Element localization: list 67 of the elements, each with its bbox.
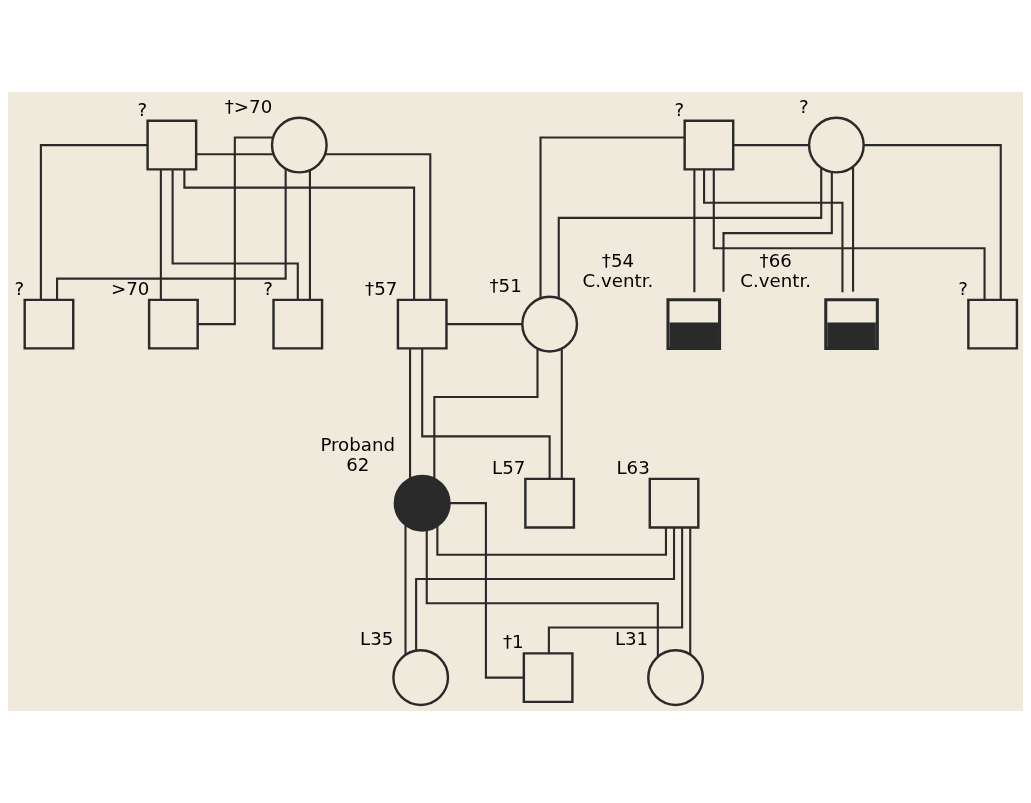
connector	[689, 528, 692, 655]
node-circle	[521, 295, 579, 353]
node-label: †1	[502, 631, 524, 653]
node-label: †54	[601, 250, 635, 272]
node-label: Proband	[320, 433, 396, 455]
node-label: †57	[365, 277, 398, 299]
node-label: ?	[674, 98, 685, 120]
node-circle	[807, 116, 865, 174]
connector	[159, 170, 162, 300]
connector	[446, 323, 523, 326]
connector	[171, 169, 299, 300]
connector	[852, 167, 855, 292]
connector	[308, 170, 311, 300]
connector	[415, 527, 676, 651]
node-label: †51	[489, 274, 522, 296]
node-box	[524, 477, 576, 529]
connector	[56, 168, 287, 300]
node-label: L57	[492, 456, 526, 478]
connector	[421, 348, 551, 479]
connector	[404, 525, 407, 655]
connector	[449, 502, 524, 679]
connector	[693, 170, 696, 293]
node-circle	[392, 649, 450, 707]
node-label: C.ventr.	[582, 270, 654, 292]
node-circle	[270, 116, 328, 174]
node-box	[23, 298, 75, 350]
node-label: ?	[958, 277, 968, 299]
node-label: C.ventr.	[740, 270, 812, 292]
node-circle	[393, 474, 451, 532]
node-label: 62	[346, 453, 370, 475]
node-label: L35	[360, 628, 394, 650]
connector	[197, 136, 273, 326]
node-box	[147, 298, 199, 350]
connector	[560, 349, 563, 479]
connector	[433, 348, 539, 479]
connector	[39, 144, 148, 300]
connector	[703, 169, 844, 293]
node-label: L63	[616, 456, 650, 478]
node-label: †66	[759, 250, 792, 272]
node-box	[272, 298, 324, 350]
node-circle	[647, 649, 705, 707]
connector	[864, 144, 1002, 300]
connector	[409, 349, 412, 479]
node-label: ?	[798, 95, 809, 117]
connector	[325, 153, 432, 300]
node-label: L31	[614, 628, 649, 650]
connector	[733, 144, 809, 147]
node-box	[967, 298, 1019, 350]
connector	[539, 136, 685, 299]
node-label: ?	[137, 98, 148, 120]
node-box	[522, 652, 574, 704]
connector	[183, 169, 416, 300]
node-label: >70	[110, 277, 150, 299]
connector	[425, 530, 659, 657]
node-label: ?	[263, 277, 274, 299]
node-box	[146, 119, 198, 171]
connector	[436, 525, 667, 556]
node-label: ?	[14, 277, 25, 299]
connector	[722, 172, 833, 292]
node-box	[396, 298, 448, 350]
connector	[557, 168, 823, 298]
node-box	[683, 119, 735, 171]
connector	[196, 153, 274, 156]
node-label: †>70	[224, 95, 273, 117]
node-box	[648, 477, 700, 529]
connector	[547, 527, 684, 654]
connector	[712, 169, 986, 300]
